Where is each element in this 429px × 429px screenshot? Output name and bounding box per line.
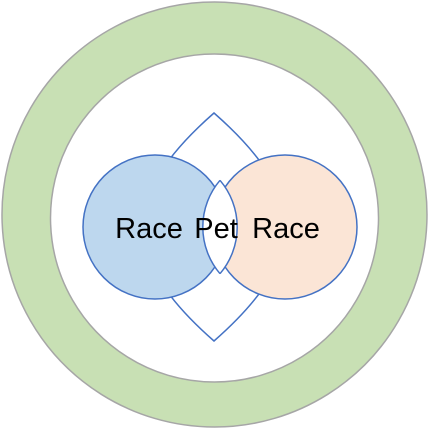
right-label: Race	[252, 213, 320, 245]
left-circle-inner-edge	[219, 179, 238, 275]
center-label: Pet	[194, 213, 238, 245]
left-label: Race	[115, 213, 183, 245]
circle-overlap	[202, 180, 238, 274]
right-circle-inner-edge	[202, 179, 221, 275]
